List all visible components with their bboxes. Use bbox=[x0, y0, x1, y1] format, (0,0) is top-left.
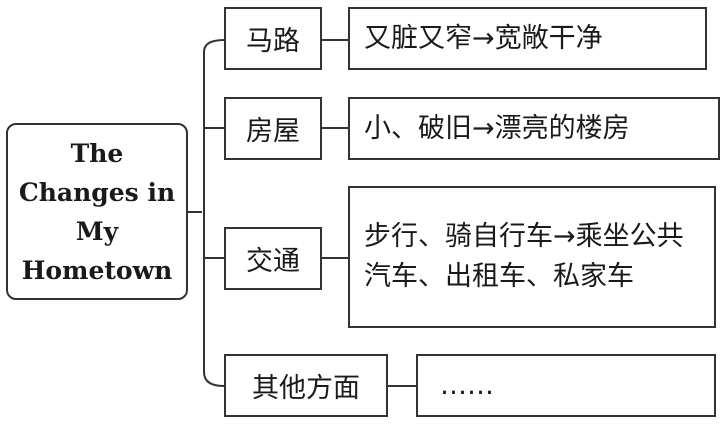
detail-text: …… bbox=[440, 369, 494, 401]
detail-box-other: …… bbox=[416, 354, 716, 417]
category-box-roads: 马路 bbox=[224, 7, 322, 70]
category-label: 交通 bbox=[246, 246, 300, 277]
category-label: 马路 bbox=[246, 26, 300, 57]
detail-box-transport: 步行、骑自行车→乘坐公共汽车、出租车、私家车 bbox=[348, 186, 716, 328]
category-box-transport: 交通 bbox=[224, 227, 322, 290]
detail-box-roads: 又脏又窄→宽敞干净 bbox=[348, 7, 707, 70]
category-box-houses: 房屋 bbox=[224, 97, 322, 160]
detail-text: 又脏又窄→宽敞干净 bbox=[364, 22, 603, 54]
detail-box-houses: 小、破旧→漂亮的楼房 bbox=[348, 97, 720, 160]
category-label: 其他方面 bbox=[252, 373, 360, 404]
detail-text: 小、破旧→漂亮的楼房 bbox=[364, 112, 630, 144]
category-label: 房屋 bbox=[246, 116, 300, 147]
root-topic-title: The Changes in My Hometown bbox=[18, 138, 176, 285]
root-topic-box: The Changes in My Hometown bbox=[6, 123, 188, 300]
category-box-other: 其他方面 bbox=[224, 354, 388, 417]
detail-text: 步行、骑自行车→乘坐公共汽车、出租车、私家车 bbox=[364, 221, 684, 292]
